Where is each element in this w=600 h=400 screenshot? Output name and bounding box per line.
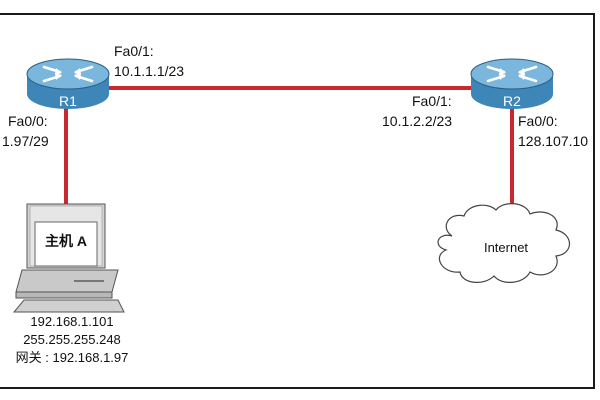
internet-cloud: Internet [437, 203, 571, 283]
router-r1: R1 [26, 58, 110, 109]
r1-fa01-ip: 10.1.1.1/23 [114, 63, 184, 79]
r2-fa01-ip: 10.1.2.2/23 [382, 113, 452, 129]
r1-fa00-label: Fa0/0: [8, 113, 48, 129]
router-r2-name: R2 [503, 93, 521, 109]
diagram-frame [0, 13, 595, 389]
cloud-icon [437, 203, 571, 283]
router-icon [470, 58, 554, 109]
r2-fa00-label: Fa0/0: [518, 113, 558, 129]
r2-fa01-label: Fa0/1: [412, 93, 452, 109]
host-mask: 255.255.255.248 [23, 332, 121, 347]
host-ip: 192.168.1.101 [30, 314, 113, 329]
r1-fa01-label: Fa0/1: [114, 43, 154, 59]
host-a-screen-label: 主机 A [45, 233, 87, 249]
r2-fa00-ip: 128.107.10 [518, 133, 588, 149]
host-a-computer: 主机 A [12, 203, 125, 313]
computer-icon [12, 203, 125, 313]
router-icon [26, 58, 110, 109]
router-r2: R2 [470, 58, 554, 109]
r1-fa00-ip: 1.97/29 [2, 133, 49, 149]
host-gateway: 网关 : 192.168.1.97 [16, 350, 129, 365]
router-r1-name: R1 [59, 93, 77, 109]
internet-label: Internet [484, 240, 528, 255]
